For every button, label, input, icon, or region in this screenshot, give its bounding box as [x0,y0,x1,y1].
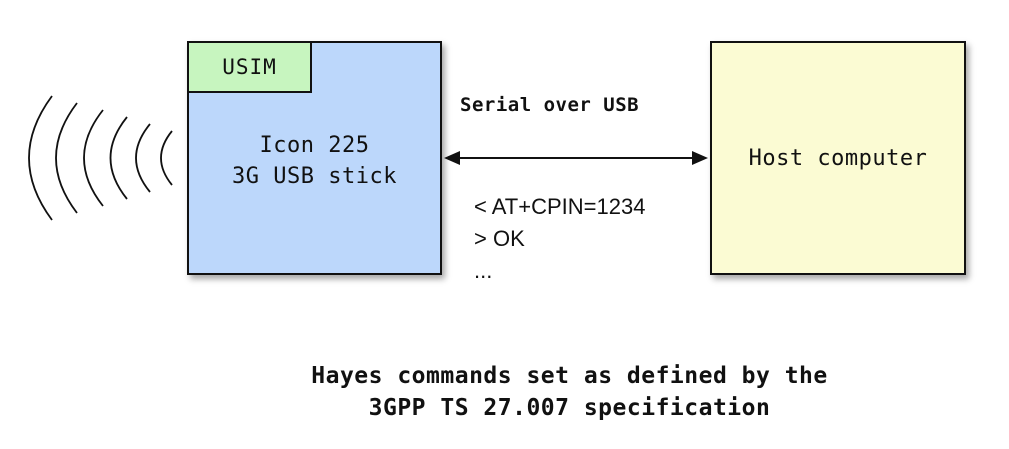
caption-line-1: Hayes commands set as defined by the [311,363,828,389]
radio-wave-2 [55,102,78,214]
usb-stick-label-line-1: Icon 225 [259,133,370,158]
command-line-1: < AT+CPIN=1234 [474,194,646,219]
usb-stick-box: USIM Icon 225 3G USB stick [187,41,442,275]
host-computer-box: Host computer [710,41,966,275]
usim-box: USIM [189,43,312,93]
radio-wave-3 [83,109,104,207]
diagram-caption: Hayes commands set as defined by the 3GP… [0,360,1009,424]
caption-line-2: 3GPP TS 27.007 specification [368,395,771,421]
usb-stick-label: Icon 225 3G USB stick [189,130,440,192]
serial-link-label: Serial over USB [460,94,640,116]
radio-wave-6 [160,130,173,186]
radio-wave-1 [28,95,53,221]
radio-wave-5 [135,123,151,193]
command-line-3: ... [474,258,493,283]
usb-stick-label-line-2: 3G USB stick [232,164,397,189]
command-exchange: < AT+CPIN=1234 > OK ... [474,191,645,287]
radio-wave-4 [109,116,128,200]
command-line-2: > OK [474,226,525,251]
host-computer-label: Host computer [748,146,928,171]
arrowhead-left-icon [444,151,460,165]
usim-label: USIM [222,55,277,79]
arrowhead-right-icon [692,151,708,165]
